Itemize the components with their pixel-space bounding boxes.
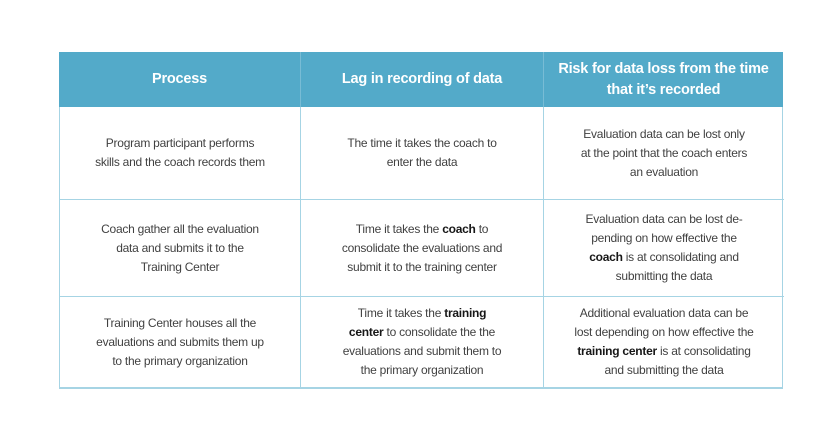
header-cell-lag: Lag in recording of data	[300, 52, 543, 107]
table-cell-lag-row1: The time it takes the coach to enter the…	[301, 107, 544, 200]
table-body: Program participant performs skills and …	[59, 107, 784, 389]
table-cell-risk-row2: Evaluation data can be lost de- pending …	[544, 200, 784, 297]
table-cell-process-row1: Program participant performs skills and …	[60, 107, 301, 200]
table-header-row: Process Lag in recording of data Risk fo…	[59, 52, 783, 107]
table-cell-process-row2: Coach gather all the evaluation data and…	[60, 200, 301, 297]
table-cell-process-row3: Training Center houses all the evaluatio…	[60, 297, 301, 387]
table-cell-risk-row3: Additional evaluation data can be lost d…	[574, 306, 754, 377]
table-cell-risk-row1: Evaluation data can be lost only at the …	[544, 107, 784, 200]
data-lag-risk-table: Process Lag in recording of data Risk fo…	[59, 52, 784, 389]
table-cell-lag-row2: Time it takes the coach to consolidate t…	[301, 200, 544, 297]
header-cell-process: Process	[151, 71, 208, 87]
table-cell-lag-row3: Time it takes the training center to con…	[301, 297, 544, 387]
header-cell-risk: Risk for data loss from the time that it…	[543, 52, 783, 107]
